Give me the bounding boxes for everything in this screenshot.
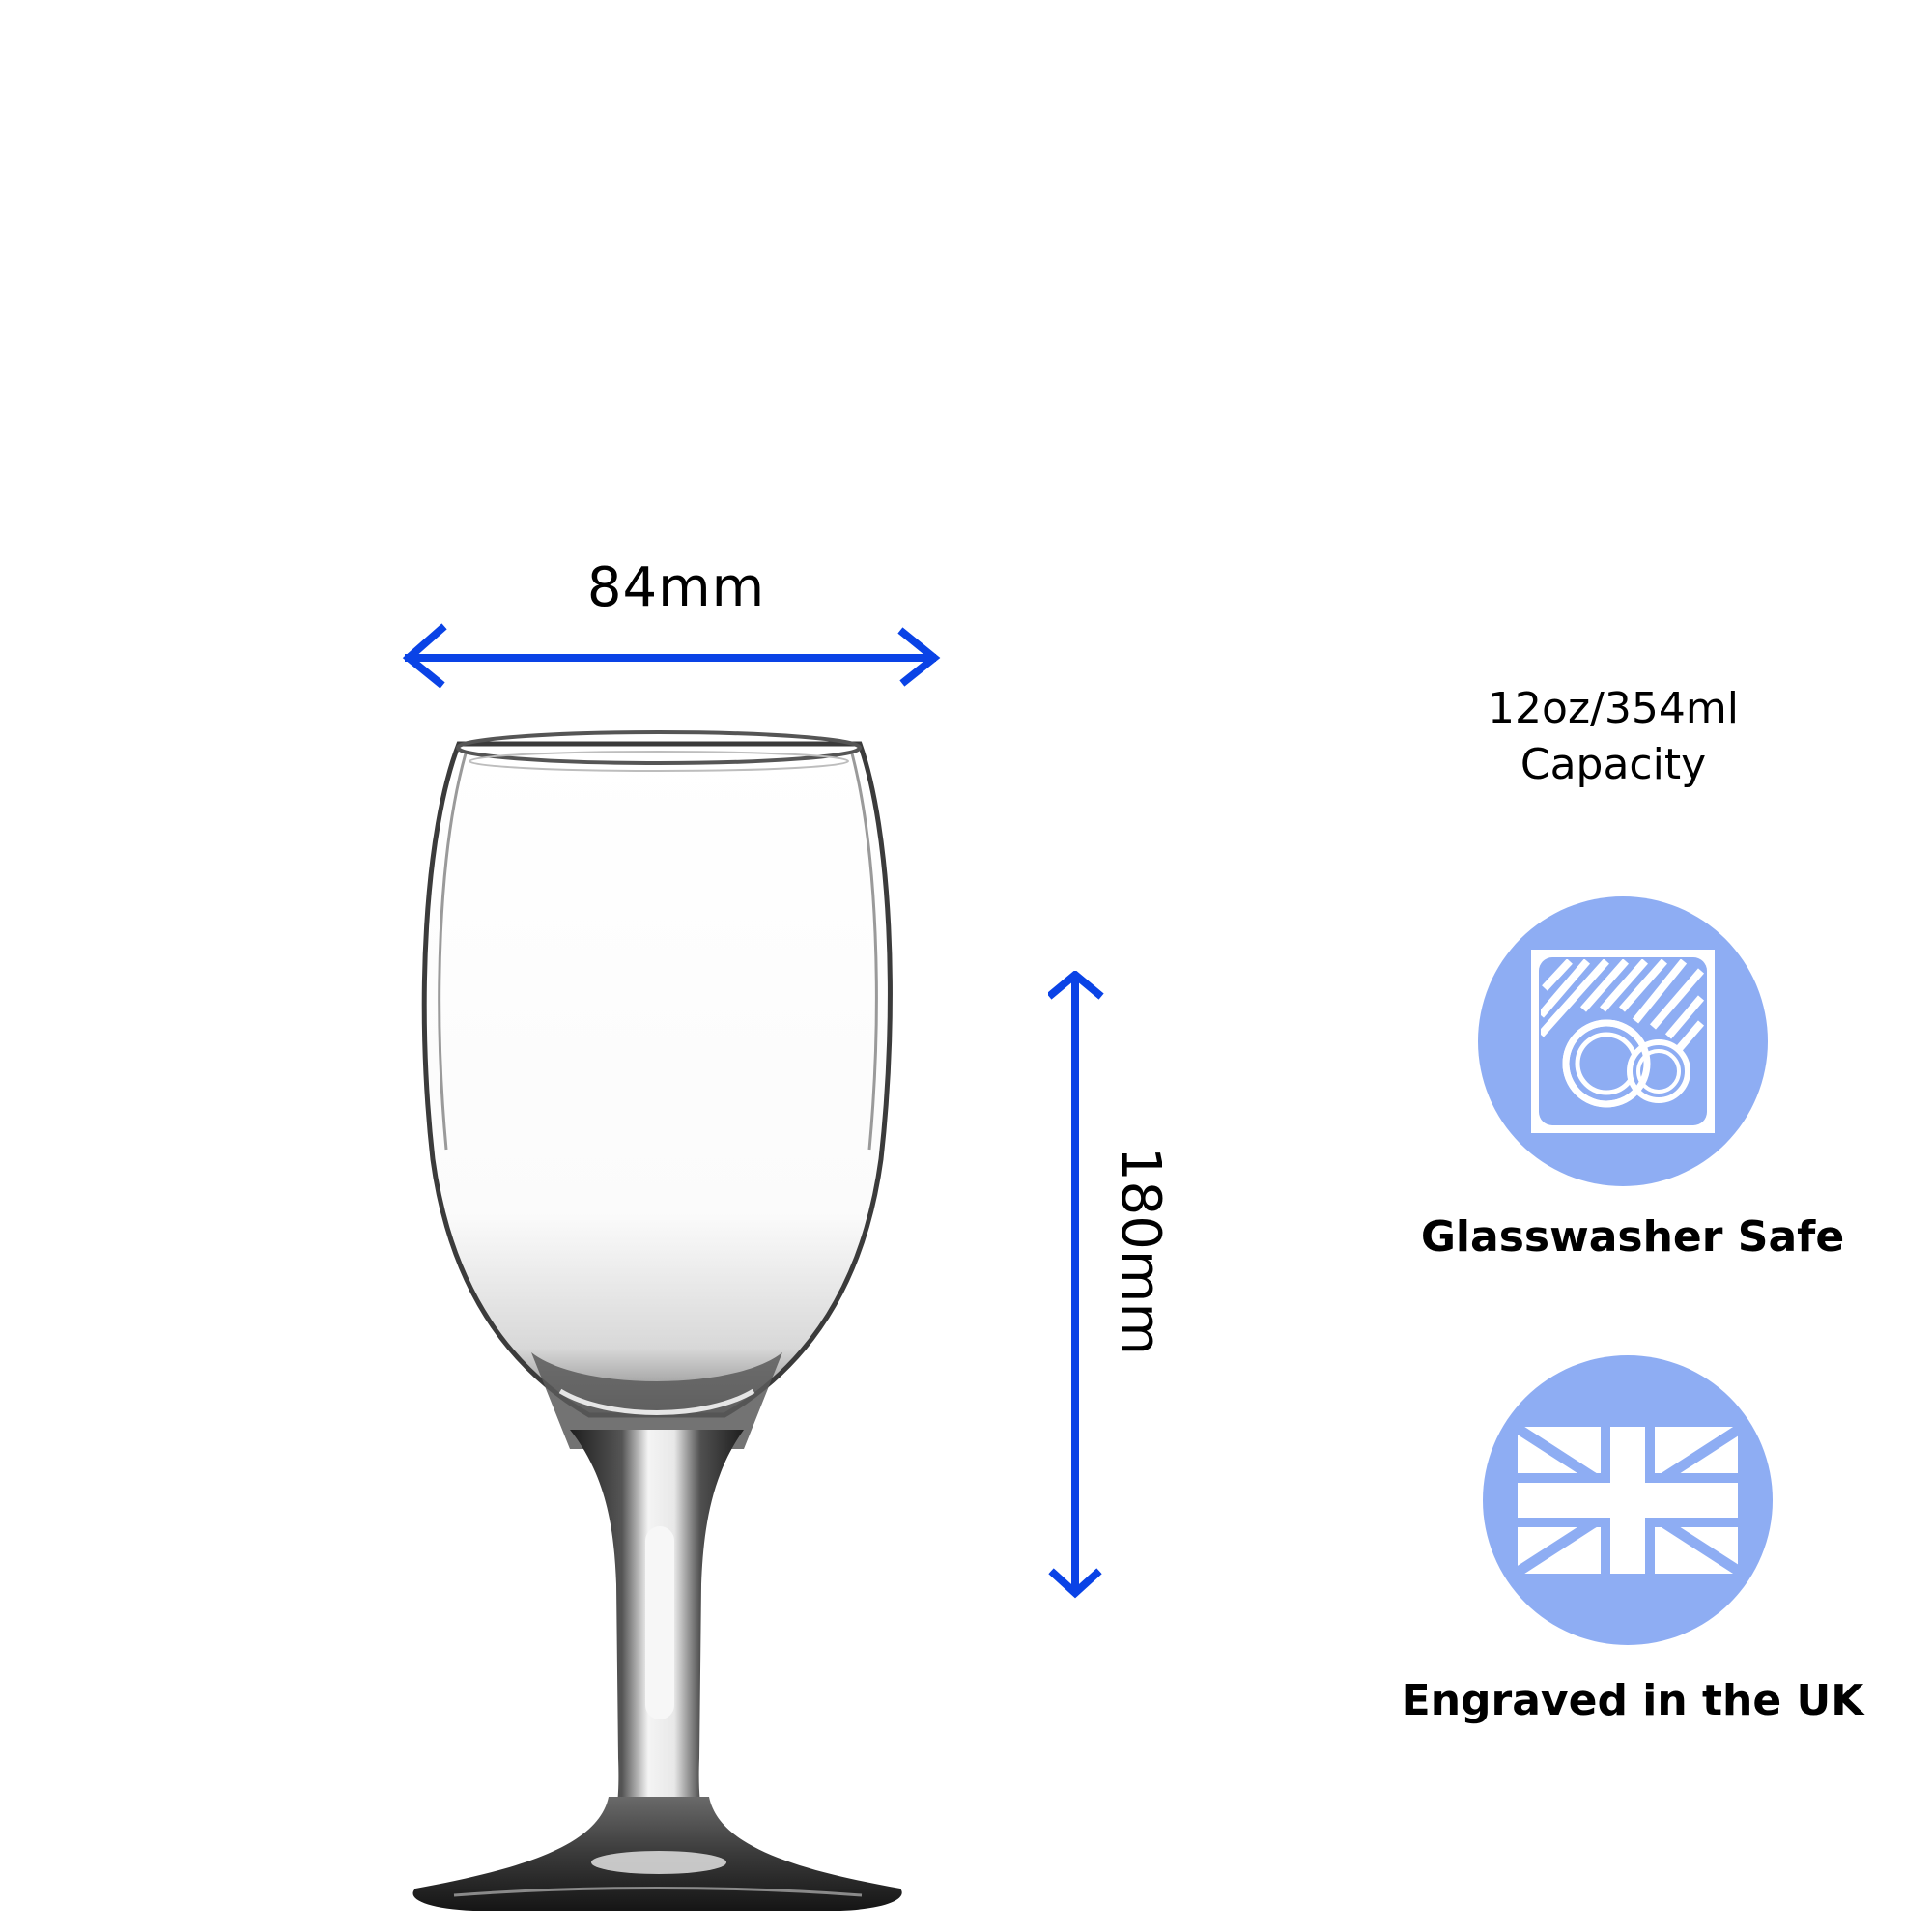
wine-glass-icon (412, 730, 902, 1911)
engraved-in-uk-badge (1483, 1355, 1773, 1645)
capacity-caption: Capacity (1520, 740, 1707, 789)
glasswasher-safe-label: Glasswasher Safe (1420, 1212, 1845, 1262)
dishwasher-plates-icon (1531, 950, 1715, 1133)
height-dimension-arrow-icon (1048, 971, 1104, 1599)
glasswasher-safe-badge (1478, 896, 1768, 1186)
capacity-info: 12oz/354ml Capacity (1391, 681, 1835, 793)
union-jack-flag-icon (1518, 1427, 1738, 1574)
width-dimension-arrow-icon (402, 623, 941, 689)
height-dimension-text: 180mm (1109, 1147, 1172, 1355)
capacity-value: 12oz/354ml (1488, 684, 1739, 733)
engraved-in-uk-label: Engraved in the UK (1401, 1676, 1864, 1725)
width-dimension-label: 84mm (586, 556, 766, 619)
